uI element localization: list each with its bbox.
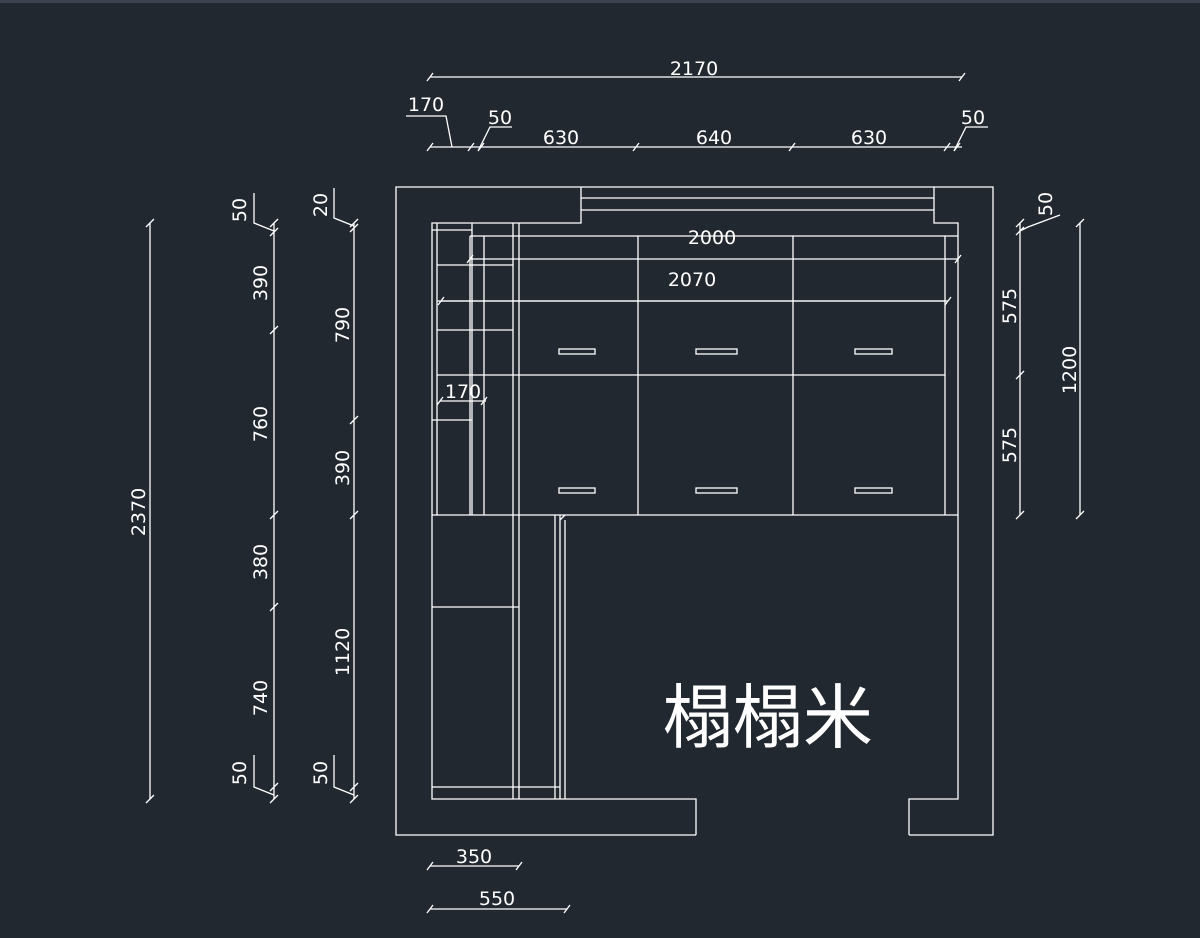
cabinet-handle: [558, 348, 596, 355]
dim-left-inner-1120: 1120: [332, 628, 354, 676]
dim-left-inner-790: 790: [332, 307, 354, 343]
dim-bottom-350: 350: [456, 846, 492, 868]
left-outer-dimension: [145, 218, 155, 804]
left-chain-dimension: [253, 193, 279, 804]
right-dimension-lines: [1015, 214, 1085, 520]
dim-top-seg3: 630: [851, 127, 887, 149]
dim-inner-2000: 2000: [688, 227, 736, 249]
dim-inner-2070: 2070: [668, 269, 716, 291]
dim-top-seg1: 630: [543, 127, 579, 149]
dim-left-inner-50: 50: [310, 761, 332, 785]
dim-inner-170: 170: [445, 381, 481, 403]
top-shelf-band: [470, 197, 958, 237]
drawing-title: 榻榻米: [663, 677, 873, 759]
cabinet-handle: [695, 487, 738, 494]
left-inner-chain-dimension: [333, 188, 359, 804]
dim-left-inner-390: 390: [332, 450, 354, 486]
dim-left-chain-760: 760: [250, 406, 272, 442]
bottom-dimension-lines: [426, 861, 571, 914]
dim-top-left-offset: 170: [408, 94, 444, 116]
dim-left-inner-20: 20: [310, 193, 332, 217]
lower-left-cabinet: [432, 514, 566, 799]
dim-left-chain-390: 390: [250, 265, 272, 301]
cabinet-handle: [695, 348, 738, 355]
top-dimension-lines: [406, 72, 988, 152]
dim-bottom-550: 550: [479, 888, 515, 910]
dim-right-575-bottom: 575: [999, 427, 1021, 463]
room-wall-outline: [395, 186, 994, 836]
cabinet-handle: [558, 487, 596, 494]
dim-left-chain-380: 380: [250, 544, 272, 580]
left-side-cabinet: [432, 223, 513, 515]
cabinet-handles: [558, 348, 893, 494]
dim-right-1200: 1200: [1059, 346, 1081, 394]
dim-left-chain-740: 740: [250, 680, 272, 716]
dim-left-outer-total: 2370: [128, 488, 150, 536]
dim-top-left-wall: 50: [488, 107, 512, 129]
window-top-edge: [0, 0, 1200, 3]
dim-top-seg2: 640: [696, 127, 732, 149]
overhead-cabinet: [432, 223, 958, 799]
inner-dimension-lines: [436, 254, 962, 406]
dim-right-50: 50: [1035, 192, 1057, 216]
dim-right-575-top: 575: [999, 288, 1021, 324]
dim-top-right-wall: 50: [961, 107, 985, 129]
dim-top-total: 2170: [670, 58, 718, 80]
cabinet-handle: [854, 487, 893, 494]
dim-left-chain-50-bottom: 50: [229, 761, 251, 785]
cabinet-handle: [854, 348, 893, 355]
dim-left-chain-50-top: 50: [229, 198, 251, 222]
